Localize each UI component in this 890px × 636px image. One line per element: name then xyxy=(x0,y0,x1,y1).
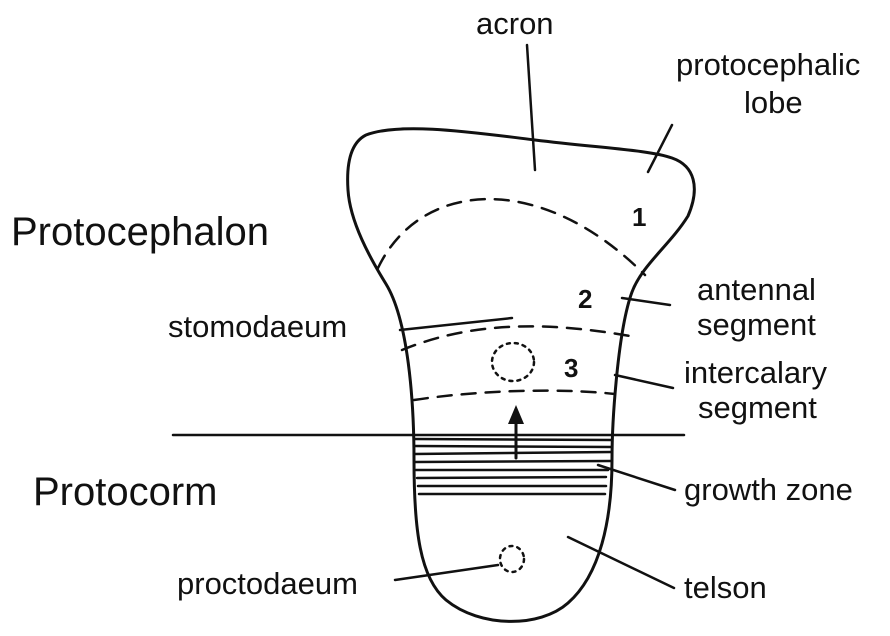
label-antennal-segment: segment xyxy=(697,307,816,342)
segment-boundary-3 xyxy=(414,391,615,400)
segment-boundary-2 xyxy=(402,326,630,350)
growth-arrow-head xyxy=(508,405,524,424)
growth-zone-bands xyxy=(414,439,612,494)
label-proctodaeum: proctodaeum xyxy=(177,566,358,601)
leader-proctodaeum xyxy=(395,565,498,580)
label-intercalary: intercalary xyxy=(684,355,827,390)
label-stomodaeum: stomodaeum xyxy=(168,309,347,344)
proctodaeum-opening xyxy=(500,546,524,572)
region-label-protocephalon: Protocephalon xyxy=(11,210,269,254)
leader-protocephalic-lobe xyxy=(648,125,672,172)
label-lobe: lobe xyxy=(744,85,803,120)
leader-telson xyxy=(568,537,674,588)
leader-growth-zone xyxy=(598,465,675,490)
leader-acron xyxy=(527,45,535,170)
label-intercalary-segment: segment xyxy=(698,390,817,425)
stomodaeum-opening xyxy=(492,343,534,381)
label-telson: telson xyxy=(684,570,767,605)
region-label-protocorm: Protocorm xyxy=(33,470,218,514)
label-acron: acron xyxy=(476,6,554,41)
segment-number-1: 1 xyxy=(632,202,646,232)
leader-intercalary-segment xyxy=(615,375,673,388)
segment-boundary-1 xyxy=(378,199,645,275)
segment-number-3: 3 xyxy=(564,353,578,383)
label-growth-zone: growth zone xyxy=(684,472,853,507)
label-antennal: antennal xyxy=(697,272,816,307)
segment-number-2: 2 xyxy=(578,284,592,314)
label-protocephalic: protocephalic xyxy=(676,47,860,82)
